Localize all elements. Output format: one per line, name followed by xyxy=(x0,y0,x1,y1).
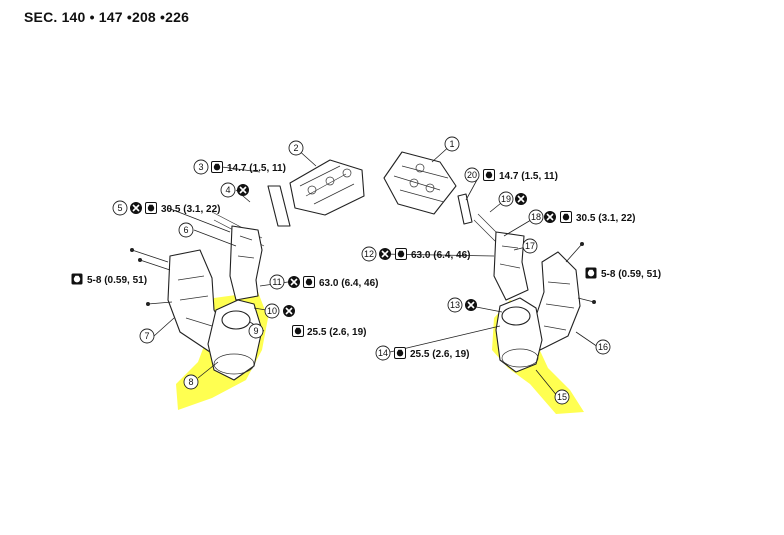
right-catalyst xyxy=(495,297,543,373)
svg-text:9: 9 xyxy=(253,326,258,336)
callout-7: 7 xyxy=(139,328,155,344)
torque-spec-9: 25.5 (2.6, 19) xyxy=(307,327,366,338)
callout-13: 13 xyxy=(447,297,463,313)
torque-spec-14: 25.5 (2.6, 19) xyxy=(410,349,469,360)
svg-text:14: 14 xyxy=(378,348,388,358)
svg-text:19: 19 xyxy=(501,194,511,204)
svg-text:11: 11 xyxy=(272,277,281,287)
callout-8: 8 xyxy=(183,374,199,390)
svg-text:20: 20 xyxy=(467,170,477,180)
callout-11: 11 xyxy=(269,274,285,290)
callout-9: 9 xyxy=(248,323,264,339)
torque-spec-12: 63.0 (6.4, 46) xyxy=(411,250,470,261)
callout-14: 14 xyxy=(375,345,391,361)
svg-text:12: 12 xyxy=(364,249,374,259)
torque-spec-right-insulator: 5-8 (0.59, 51) xyxy=(601,269,661,280)
svg-text:4: 4 xyxy=(225,185,230,195)
left-catalyst xyxy=(207,299,263,381)
torque-wrench-icon xyxy=(395,248,407,260)
svg-text:15: 15 xyxy=(557,392,567,402)
svg-text:8: 8 xyxy=(188,377,193,387)
svg-text:7: 7 xyxy=(144,331,149,341)
callout-4: 4 xyxy=(220,182,236,198)
left-cylinder-head xyxy=(289,159,365,216)
svg-text:13: 13 xyxy=(450,300,460,310)
callout-19: 19 xyxy=(498,191,514,207)
torque-wrench-icon xyxy=(292,325,304,337)
svg-text:16: 16 xyxy=(598,342,608,352)
callout-2: 2 xyxy=(288,140,304,156)
do-not-reuse-icon xyxy=(236,183,250,197)
svg-text:6: 6 xyxy=(183,225,188,235)
callout-1: 1 xyxy=(444,136,460,152)
callout-10: 10 xyxy=(264,303,280,319)
section-title: SEC. 140 • 147 •208 •226 xyxy=(24,9,190,25)
left-exhaust-manifold xyxy=(229,225,263,301)
do-not-reuse-icon xyxy=(378,247,392,261)
callout-3: 3 xyxy=(193,159,209,175)
torque-spec-5: 30.5 (3.1, 22) xyxy=(161,204,220,215)
right-heat-insulator xyxy=(533,242,596,351)
do-not-reuse-icon xyxy=(282,304,296,318)
callout-18: 18 xyxy=(528,209,544,225)
callout-17: 17 xyxy=(522,238,538,254)
torque-wrench-icon xyxy=(145,202,157,214)
torque-wrench-icon xyxy=(211,161,223,173)
svg-text:2: 2 xyxy=(293,143,298,153)
callout-6: 6 xyxy=(178,222,194,238)
do-not-reuse-icon xyxy=(287,275,301,289)
do-not-reuse-icon xyxy=(464,298,478,312)
torque-spec-3: 14.7 (1.5, 11) xyxy=(227,163,286,174)
torque-wrench-icon xyxy=(71,273,83,285)
torque-wrench-icon xyxy=(394,347,406,359)
do-not-reuse-icon xyxy=(129,201,143,215)
svg-text:17: 17 xyxy=(525,241,535,251)
torque-wrench-icon xyxy=(303,276,315,288)
do-not-reuse-icon xyxy=(514,192,528,206)
svg-text:3: 3 xyxy=(198,162,203,172)
right-exhaust-manifold xyxy=(493,231,529,301)
callout-20: 20 xyxy=(464,167,480,183)
torque-wrench-icon xyxy=(483,169,495,181)
do-not-reuse-icon xyxy=(543,210,557,224)
torque-wrench-icon xyxy=(560,211,572,223)
torque-spec-11: 63.0 (6.4, 46) xyxy=(319,278,378,289)
callout-5: 5 xyxy=(112,200,128,216)
right-cylinder-head xyxy=(383,151,457,215)
torque-spec-20: 14.7 (1.5, 11) xyxy=(499,171,558,182)
svg-text:1: 1 xyxy=(449,139,454,149)
callout-15: 15 xyxy=(554,389,570,405)
torque-spec-18: 30.5 (3.1, 22) xyxy=(576,213,635,224)
svg-text:10: 10 xyxy=(267,306,277,316)
callout-12: 12 xyxy=(361,246,377,262)
torque-wrench-icon xyxy=(585,267,597,279)
svg-text:18: 18 xyxy=(531,212,541,222)
callout-16: 16 xyxy=(595,339,611,355)
torque-spec-left-insulator: 5-8 (0.59, 51) xyxy=(87,275,147,286)
svg-text:5: 5 xyxy=(117,203,122,213)
